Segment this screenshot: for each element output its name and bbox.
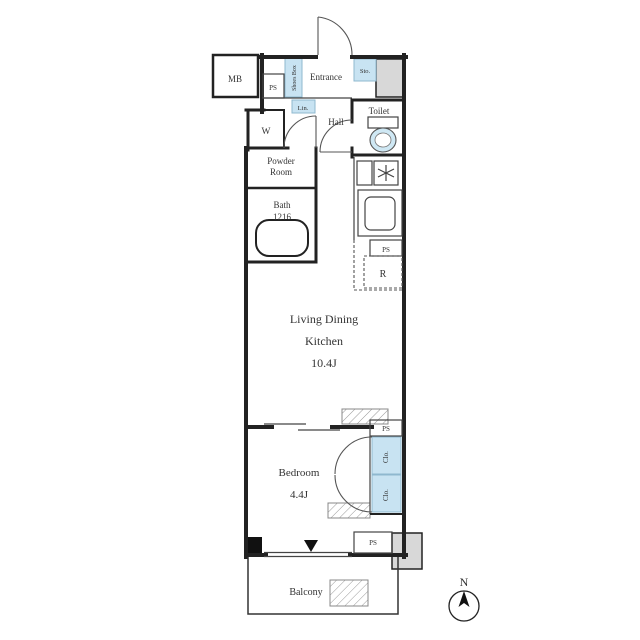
door-arcs — [283, 16, 373, 513]
hatch-area-ldk — [341, 408, 389, 425]
pillar-bottom-right — [391, 532, 423, 570]
washer-space — [247, 109, 285, 149]
pipe-space-box-entrance — [262, 73, 285, 99]
pipe-space-box-bottom — [353, 531, 393, 554]
pillar-bottom-left — [247, 537, 262, 554]
label-toilet: Toilet — [369, 106, 390, 116]
label-bath-line1: Bath — [274, 200, 291, 210]
toilet-seat-icon — [374, 132, 392, 148]
entrance-door-arc — [317, 16, 353, 56]
counter-icon — [357, 189, 403, 237]
hatch-area-bedroom — [327, 502, 371, 519]
label-ldk-line1: Living Dining — [290, 312, 358, 326]
toilet-door-arc — [319, 119, 353, 153]
label-bedroom-size: 4.4J — [290, 489, 309, 501]
toilet-icon — [367, 116, 399, 153]
label-north: N — [460, 575, 469, 589]
label-pipe-space-closet: PS — [382, 425, 390, 433]
stove-icon — [356, 160, 399, 186]
range-icon — [356, 160, 373, 186]
label-closet-upper: Clo. — [382, 451, 390, 463]
fan-box-icon — [373, 160, 399, 186]
label-powder-line2: Room — [270, 167, 292, 177]
label-shoes-box: Shoes Box — [292, 65, 298, 91]
pillar-top-right — [375, 58, 405, 98]
meter-box — [211, 53, 260, 99]
fan-asterisk-icon — [377, 165, 395, 181]
label-refrigerator: R — [380, 269, 387, 280]
interior-walls — [244, 97, 406, 515]
linen-box — [291, 99, 316, 114]
label-meter-box: MB — [228, 74, 242, 84]
north-needle-icon — [458, 591, 470, 607]
door-direction-marker — [304, 540, 318, 552]
label-linen: Lin. — [298, 105, 309, 112]
sink-icon — [357, 189, 403, 237]
label-entrance: Entrance — [310, 72, 342, 82]
hatch-area-balcony — [329, 579, 369, 607]
balcony-outline — [247, 557, 399, 615]
label-powder-line1: Powder — [267, 156, 295, 166]
toilet-tank-icon — [367, 116, 399, 129]
closet-upper-box — [371, 436, 402, 475]
kitchen-dashed-boundary — [353, 240, 404, 291]
label-washer: W — [262, 127, 271, 137]
pipe-space-box-closet — [369, 419, 403, 437]
powder-door-arc — [283, 115, 317, 149]
label-pipe-space-kitchen: PS — [382, 246, 390, 254]
compass — [448, 590, 480, 622]
closet-lower-box — [371, 474, 402, 513]
label-bath-line2: 1216 — [273, 212, 292, 222]
label-ldk-size: 10.4J — [311, 356, 337, 370]
label-ldk-line2: Kitchen — [305, 334, 343, 348]
label-hall: Hall — [328, 117, 344, 127]
label-pipe-space-bottom: PS — [369, 539, 377, 547]
closet-door-arc-upper — [334, 436, 373, 475]
label-pipe-space-entrance: PS — [269, 84, 277, 92]
sink-basin-icon — [364, 196, 396, 231]
label-balcony: Balcony — [289, 587, 322, 598]
label-storage: Sto. — [360, 68, 371, 75]
label-bedroom: Bedroom — [279, 467, 320, 479]
label-closet-lower: Clo. — [382, 489, 390, 501]
closet-door-arc-lower — [334, 474, 373, 513]
bathtub-icon — [255, 219, 309, 257]
